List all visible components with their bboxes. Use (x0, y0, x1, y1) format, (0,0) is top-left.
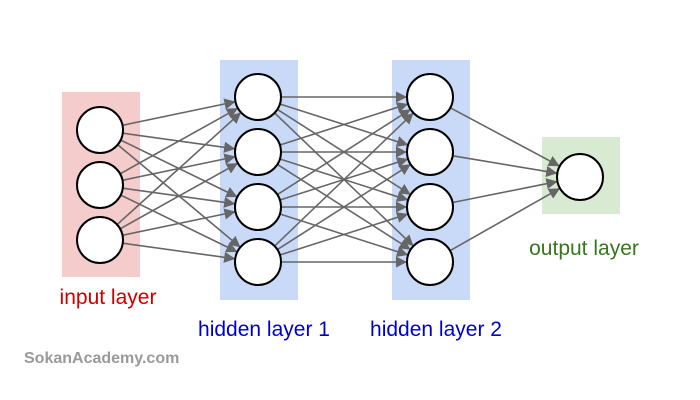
watermark-text: SokanAcademy.com (24, 350, 180, 367)
connections (116, 91, 561, 268)
connection-l1n3-l2n1 (116, 112, 242, 226)
layer-3-label: hidden layer 2 (370, 318, 502, 341)
neuron-layer-2-2 (234, 128, 282, 176)
neuron-layer-2-4 (234, 238, 282, 286)
connection-l2n3-l3n1 (276, 109, 411, 196)
layer-4-label: output layer (529, 237, 639, 260)
connection-l2n4-l3n3 (279, 212, 409, 256)
connection-l1n1-l2n1 (122, 98, 236, 127)
connection-l3n1-l4n1 (449, 107, 560, 167)
connection-l1n3-l2n4 (122, 242, 236, 263)
connection-l3n4-l4n1 (449, 188, 561, 252)
neuron-layer-1-1 (76, 106, 124, 154)
connection-l2n4-l3n1 (274, 112, 414, 247)
neuron-layer-3-1 (406, 73, 454, 121)
neuron-layer-3-3 (406, 183, 454, 231)
connection-l2n2-l3n1 (279, 102, 409, 146)
neuron-layer-2-3 (234, 183, 282, 231)
connection-l1n3-l2n2 (119, 163, 238, 230)
neurons (76, 73, 604, 286)
layer-1-label: input layer (60, 286, 157, 309)
neuron-layer-2-1 (234, 73, 282, 121)
connection-l1n2-l2n1 (119, 108, 238, 175)
connection-l3n2-l4n1 (452, 155, 558, 177)
neuron-layer-1-3 (76, 216, 124, 264)
layer-labels: input layer hidden layer 1 hidden layer 2 o… (60, 237, 639, 341)
neuron-layer-3-2 (406, 128, 454, 176)
connection-l1n3-l2n3 (122, 208, 236, 237)
layer-2-label: hidden layer 1 (198, 318, 330, 341)
connection-l3n3-l4n1 (452, 178, 558, 204)
neuron-layer-1-2 (76, 161, 124, 209)
neuron-layer-3-4 (406, 238, 454, 286)
neuron-layer-4-1 (556, 153, 604, 201)
connection-l2n4-l3n2 (276, 164, 411, 251)
